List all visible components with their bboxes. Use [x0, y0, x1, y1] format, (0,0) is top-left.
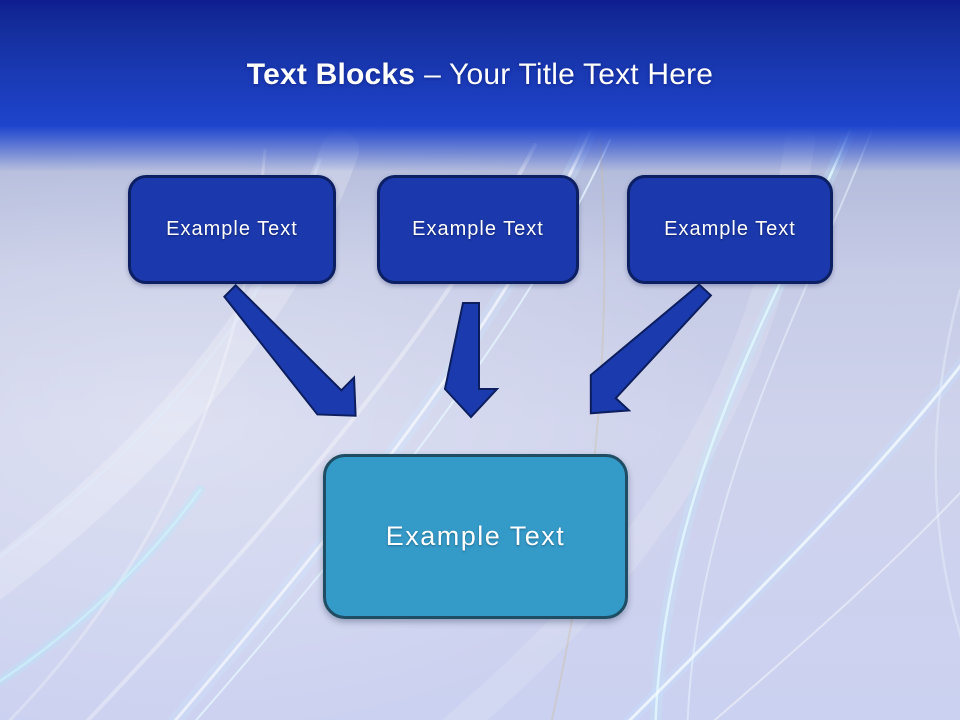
streak-line [0, 488, 202, 683]
slide-title-bold: Text Blocks [246, 58, 416, 91]
streak-line [934, 288, 960, 639]
streak-line [627, 363, 960, 720]
text-block-2-label: Example Text [412, 218, 544, 240]
center-text-block: Example Text [323, 454, 628, 619]
slide-title: Text Blocks – Your Title Text Here [0, 52, 960, 98]
text-block-2: Example Text [377, 175, 579, 284]
text-block-1-label: Example Text [166, 218, 298, 240]
streak-band [0, 485, 205, 687]
center-text-block-label: Example Text [385, 521, 566, 551]
text-block-1: Example Text [128, 175, 336, 284]
arrow-down-icon [443, 302, 500, 419]
arrow-down-left-icon [589, 283, 713, 415]
slide-title-rest: – Your Title Text Here [424, 58, 714, 91]
arrow-down-right-icon [223, 283, 357, 417]
text-block-3: Example Text [627, 175, 833, 284]
text-block-3-label: Example Text [664, 218, 796, 240]
streak-band [621, 356, 960, 720]
title-band [0, 0, 960, 175]
streak-line [713, 491, 960, 720]
